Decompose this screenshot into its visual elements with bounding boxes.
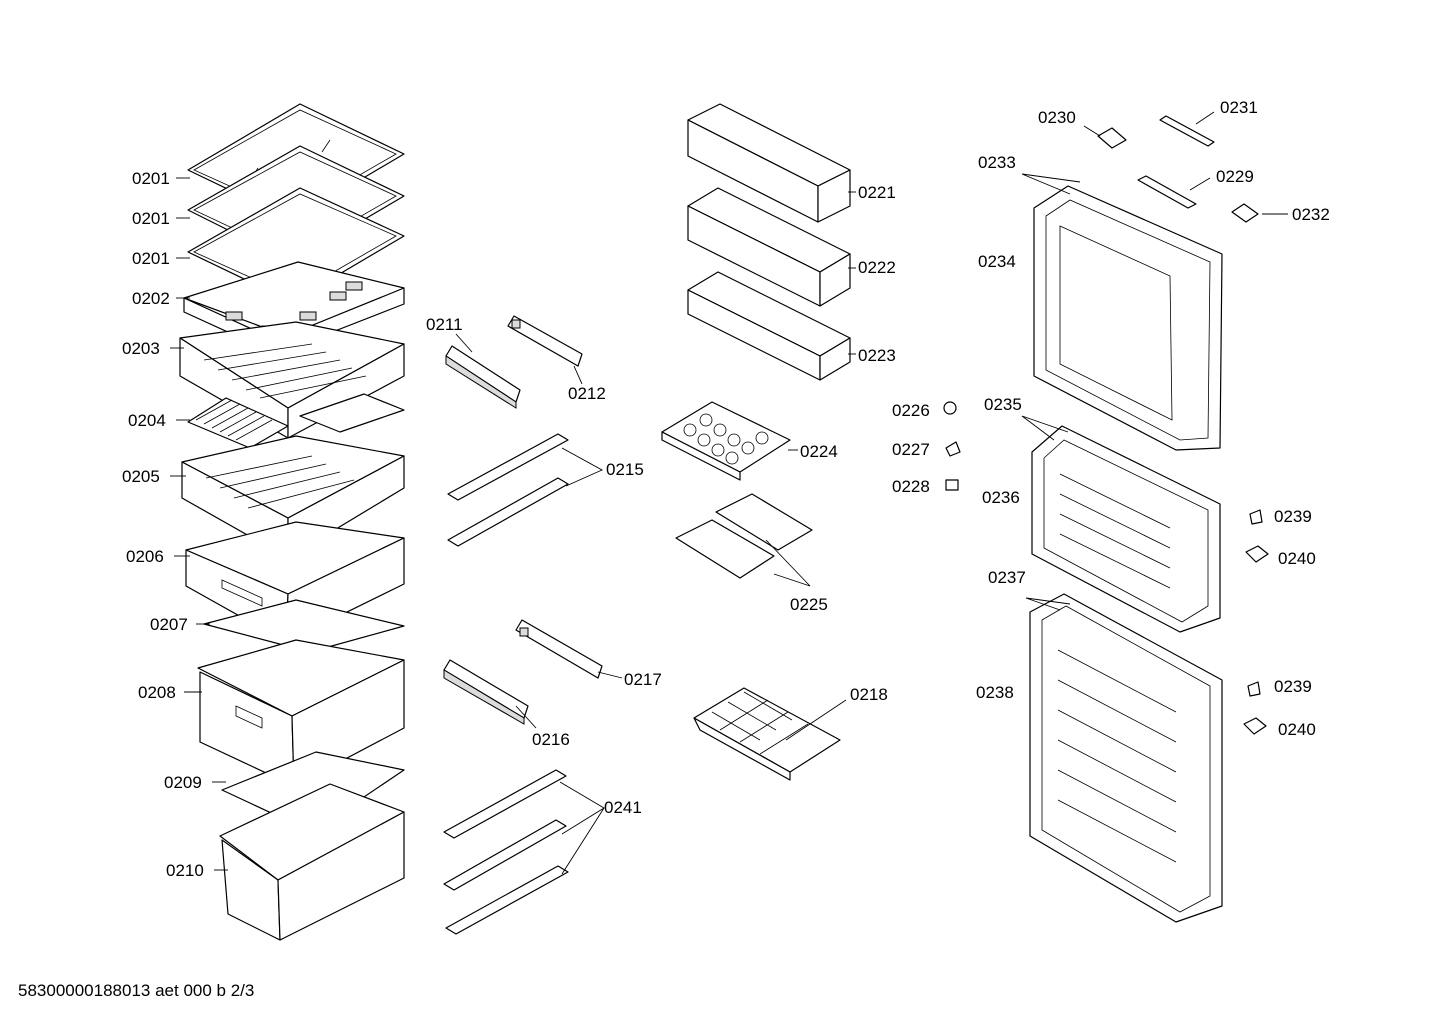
label-0201-b: 0201 bbox=[132, 209, 170, 228]
drawer-0210 bbox=[219, 783, 405, 941]
label-0211: 0211 bbox=[426, 315, 463, 334]
label-0208: 0208 bbox=[138, 683, 176, 702]
label-0206: 0206 bbox=[126, 547, 164, 566]
profile-0217 bbox=[515, 619, 603, 679]
handle-strip-0231 bbox=[1159, 115, 1215, 147]
label-0233: 0233 bbox=[978, 153, 1016, 172]
rail-0211 bbox=[445, 345, 521, 409]
rail-0216 bbox=[443, 659, 529, 725]
label-0205: 0205 bbox=[122, 467, 160, 486]
leader-lines bbox=[170, 111, 1288, 875]
label-0239-b: 0239 bbox=[1274, 677, 1312, 696]
label-0236: 0236 bbox=[982, 488, 1020, 507]
label-0240-a: 0240 bbox=[1278, 549, 1316, 568]
label-0201-c: 0201 bbox=[132, 249, 170, 268]
label-0232: 0232 bbox=[1292, 205, 1330, 224]
label-0223: 0223 bbox=[858, 346, 896, 365]
feet-and-blocks bbox=[1243, 509, 1269, 735]
label-0231: 0231 bbox=[1220, 98, 1258, 117]
label-0202: 0202 bbox=[132, 289, 170, 308]
label-0201-a: 0201 bbox=[132, 169, 170, 188]
ice-cube-tray-0218 bbox=[693, 687, 841, 781]
door-shelf-0223 bbox=[687, 271, 851, 381]
label-0230: 0230 bbox=[1038, 108, 1076, 127]
door-shelf-0222 bbox=[687, 187, 851, 307]
cap-0232 bbox=[1231, 203, 1259, 223]
door-upper-0234 bbox=[1033, 185, 1223, 451]
door-shelf-0221 bbox=[687, 103, 851, 223]
label-0203: 0203 bbox=[122, 339, 160, 358]
label-0212: 0212 bbox=[568, 384, 606, 403]
label-0226: 0226 bbox=[892, 401, 930, 420]
label-0238: 0238 bbox=[976, 683, 1014, 702]
shelf-insert-pair-0225 bbox=[675, 493, 813, 579]
label-0241: 0241 bbox=[604, 798, 642, 817]
label-0229: 0229 bbox=[1216, 167, 1254, 186]
label-0237: 0237 bbox=[988, 568, 1026, 587]
label-0222: 0222 bbox=[858, 258, 896, 277]
egg-tray-0224 bbox=[661, 401, 791, 481]
profile-0212 bbox=[507, 315, 583, 367]
label-0217: 0217 bbox=[624, 670, 662, 689]
label-0240-b: 0240 bbox=[1278, 720, 1316, 739]
label-0225: 0225 bbox=[790, 595, 828, 614]
drawing-code: 58300000188013 aet 000 b 2/3 bbox=[18, 981, 255, 1000]
label-0216: 0216 bbox=[532, 730, 570, 749]
label-0239-a: 0239 bbox=[1274, 507, 1312, 526]
label-0221: 0221 bbox=[858, 183, 896, 202]
label-0210: 0210 bbox=[166, 861, 204, 880]
label-0234: 0234 bbox=[978, 252, 1016, 271]
label-0228: 0228 bbox=[892, 477, 930, 496]
vent-grid-0204 bbox=[187, 397, 289, 449]
label-0235: 0235 bbox=[984, 395, 1022, 414]
label-0215: 0215 bbox=[606, 460, 644, 479]
label-0224: 0224 bbox=[800, 442, 838, 461]
cover-plate-0204 bbox=[299, 393, 405, 433]
label-0207: 0207 bbox=[150, 615, 188, 634]
label-plate-0229 bbox=[1137, 175, 1197, 209]
rail-set-0241 bbox=[443, 769, 569, 935]
small-parts-0226-0228 bbox=[943, 401, 961, 491]
glass-plate-0207 bbox=[203, 599, 405, 653]
rail-pair-0215 bbox=[447, 433, 569, 547]
label-0209: 0209 bbox=[164, 773, 202, 792]
door-middle-0236 bbox=[1031, 425, 1221, 633]
label-0204: 0204 bbox=[128, 411, 166, 430]
door-lower-0238 bbox=[1029, 593, 1223, 923]
label-0227: 0227 bbox=[892, 440, 930, 459]
hinge-cover-0230 bbox=[1097, 127, 1127, 149]
part-labels: 0201 0201 0201 0202 0203 0204 0205 0206 … bbox=[122, 98, 1330, 880]
label-0218: 0218 bbox=[850, 685, 888, 704]
